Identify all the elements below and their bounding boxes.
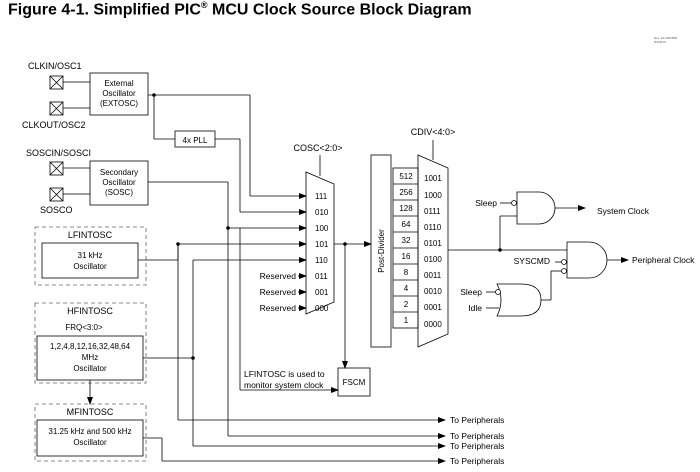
pll-label: 4x PLL [183, 136, 208, 145]
extosc-line2: Oscillator [102, 89, 136, 98]
code-1000: 1000 [424, 191, 442, 200]
code-0100: 0100 [424, 255, 442, 264]
clkin-label: CLKIN/OSC1 [28, 61, 82, 71]
cosc-input-111: 111 [315, 192, 328, 201]
sosco-pin [49, 187, 64, 202]
code-1001: 1001 [424, 174, 442, 183]
idle-label: Idle [468, 303, 482, 313]
mfintosc-line2: Oscillator [73, 438, 107, 447]
fscm-note-line2: monitor system clock [244, 380, 324, 390]
to-peripherals-1: To Peripherals [450, 415, 504, 425]
hfintosc-line3: Oscillator [73, 364, 107, 373]
ratio-8: 8 [404, 268, 409, 277]
ratio-4: 4 [404, 284, 409, 293]
reserved-label-2: Reserved [260, 287, 297, 297]
sleep-label-2: Sleep [460, 287, 482, 297]
code-0111: 0111 [424, 207, 441, 216]
ratio-1: 1 [404, 316, 409, 325]
ratio-2: 2 [404, 300, 409, 309]
extosc-line1: External [104, 79, 134, 88]
lfintosc-box [41, 242, 139, 279]
code-0010: 0010 [424, 287, 442, 296]
lfintosc-line1: 31 kHz [78, 251, 103, 260]
peripheral-clock-and-gate [566, 241, 608, 279]
to-peripherals-4: To Peripherals [450, 456, 504, 466]
code-0001: 0001 [424, 303, 442, 312]
code-0101: 0101 [424, 239, 442, 248]
sleep-label-1: Sleep [475, 198, 497, 208]
cosc-input-010: 010 [315, 208, 329, 217]
cosc-input-001: 001 [315, 288, 329, 297]
cdiv-mux [417, 154, 449, 348]
fscm-note-line1: LFINTOSC is used to [244, 369, 325, 379]
post-divider [370, 154, 392, 348]
soscin-label: SOSCIN/SOSCI [26, 148, 91, 158]
hfintosc-line1: 1,2,4,8,12,16,32,48,64 [50, 342, 131, 351]
reserved-label-3: Reserved [260, 303, 297, 313]
cosc-input-000: 000 [315, 304, 329, 313]
cosc-input-011: 011 [315, 272, 328, 281]
extosc-line3: (EXTOSC) [100, 99, 138, 108]
code-0110: 0110 [424, 223, 442, 232]
syscmd-label: SYSCMD [514, 256, 550, 266]
cosc-mux [305, 171, 335, 315]
figure-title: Figure 4-1. Simplified PIC® MCU Clock So… [8, 0, 472, 19]
revision-id: Rev. 10-000155D [654, 36, 678, 40]
to-peripherals-3: To Peripherals [450, 441, 504, 451]
sosc-line2: Oscillator [102, 178, 136, 187]
sosc-line3: (SOSC) [105, 188, 133, 197]
lfintosc-line2: Oscillator [73, 262, 107, 271]
sosc-box [89, 160, 149, 206]
code-0000: 0000 [424, 320, 442, 329]
fscm-box [337, 367, 371, 397]
title-main: Figure 4-1. Simplified PIC [8, 1, 201, 19]
clkin-pin [49, 75, 64, 90]
extosc-box [89, 72, 149, 116]
cosc-input-110: 110 [315, 256, 328, 265]
reserved-label-1: Reserved [260, 271, 297, 281]
sleep-idle-or-gate [496, 283, 542, 317]
registered-mark: ® [200, 0, 208, 10]
hfintosc-line2: MHz [82, 353, 98, 362]
ratio-32: 32 [402, 236, 411, 245]
lfintosc-group-label: LFINTOSC [68, 230, 113, 240]
ratio-256: 256 [399, 188, 413, 197]
ratio-512: 512 [399, 172, 413, 181]
revision-date: 5/1/2016 [654, 40, 666, 44]
cosc-label: COSC<2:0> [293, 143, 342, 153]
mfintosc-line1: 31.25 kHz and 500 kHz [48, 427, 131, 436]
title-rest: MCU Clock Source Block Diagram [207, 1, 472, 19]
cosc-input-100: 100 [315, 224, 329, 233]
sosco-label: SOSCO [40, 205, 73, 215]
peripheral-clock-label: Peripheral Clock [632, 255, 695, 265]
frq-label: FRQ<3:0> [65, 323, 103, 332]
to-peripherals-2: To Peripherals [450, 431, 504, 441]
hfintosc-group-label: HFINTOSC [67, 306, 113, 316]
post-divider-label: Post-Divider [377, 229, 386, 273]
mfintosc-group-label: MFINTOSC [67, 407, 114, 417]
code-0011: 0011 [424, 271, 442, 280]
clkout-label: CLKOUT/OSC2 [22, 120, 86, 130]
cdiv-label: CDIV<4:0> [411, 127, 456, 137]
system-clock-label: System Clock [597, 206, 650, 216]
hfintosc-group [34, 302, 147, 384]
ratio-128: 128 [399, 204, 413, 213]
system-clock-and-gate [516, 191, 556, 225]
soscin-pin [49, 161, 64, 176]
lfintosc-group [34, 226, 147, 286]
clkout-pin [49, 101, 64, 116]
ratio-64: 64 [402, 220, 411, 229]
fscm-label: FSCM [343, 378, 366, 387]
sosc-line1: Secondary [100, 168, 138, 177]
ratio-16: 16 [402, 252, 411, 261]
cosc-input-101: 101 [315, 240, 329, 249]
